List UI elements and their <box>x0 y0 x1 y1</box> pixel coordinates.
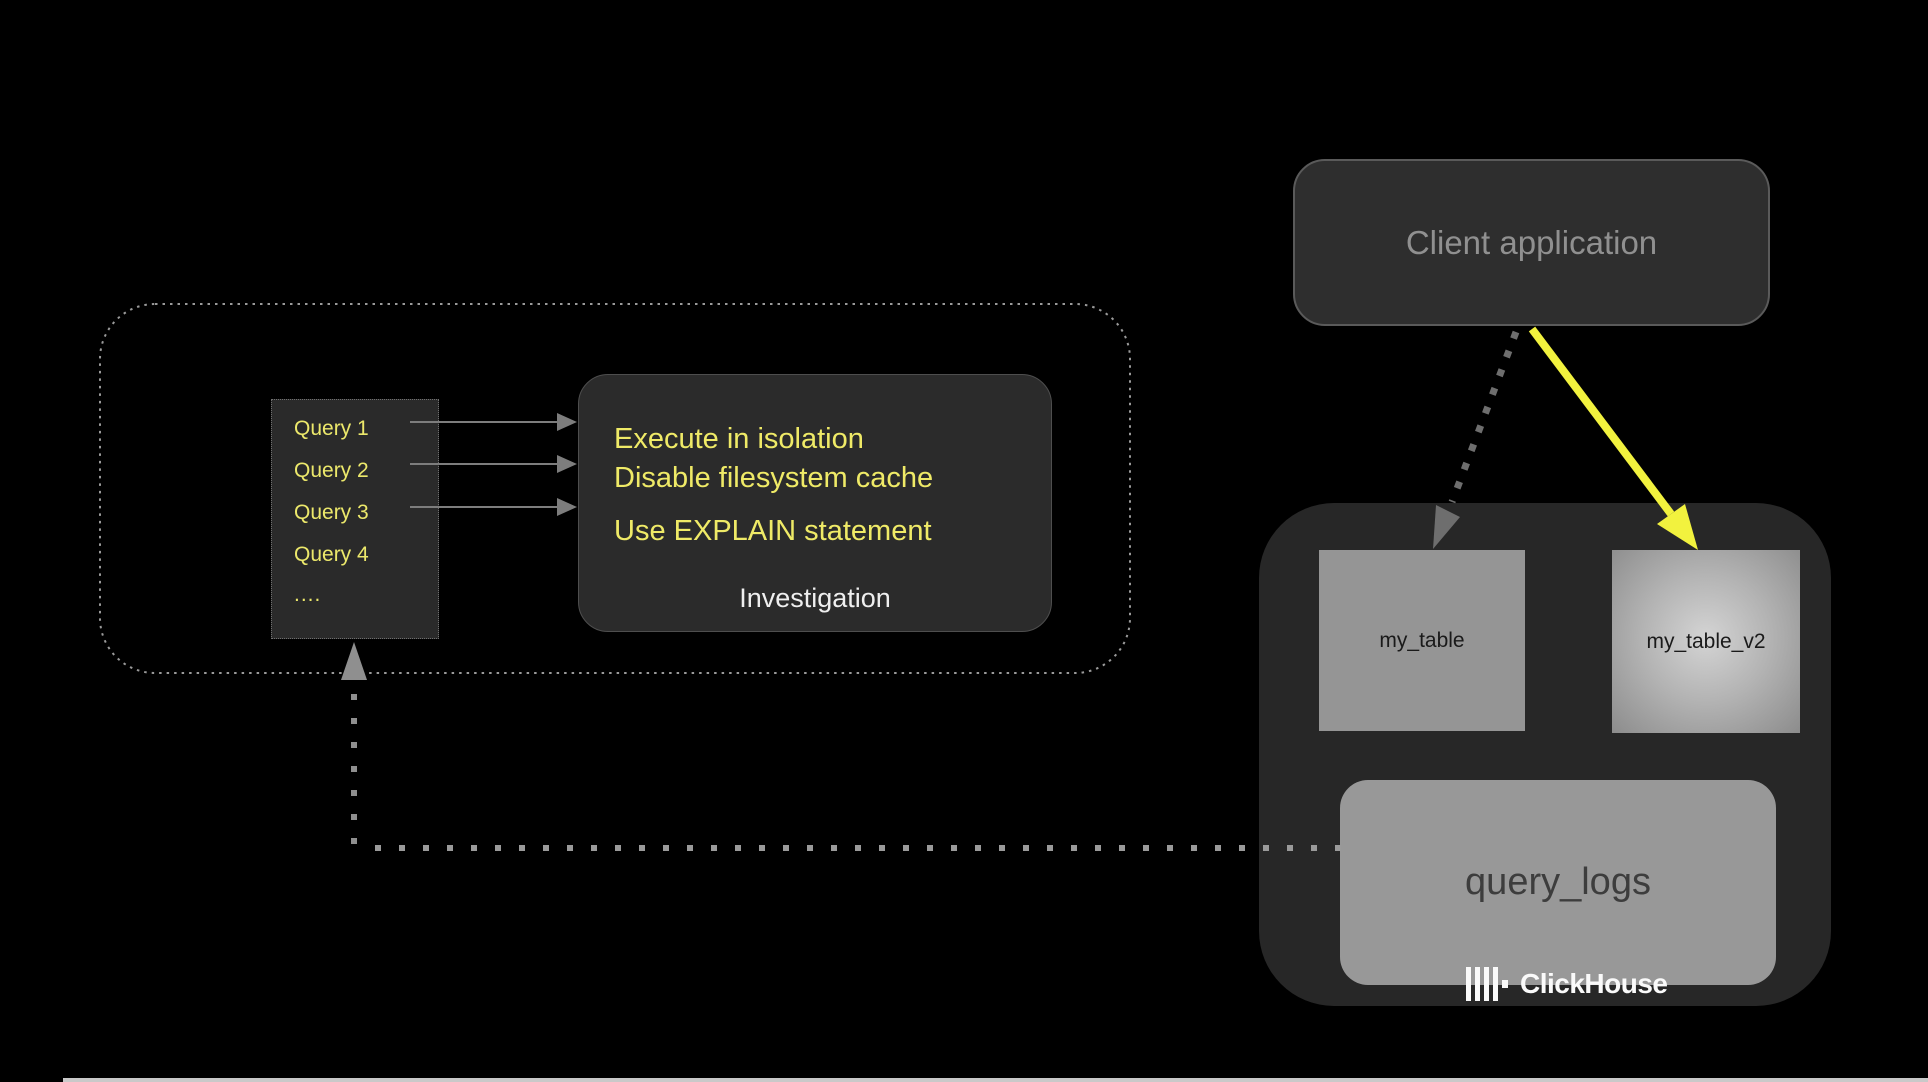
client-application-box: Client application <box>1293 159 1770 326</box>
investigation-tip: Disable filesystem cache <box>614 462 934 494</box>
my-table-label: my_table <box>1379 628 1465 652</box>
my-table-v2-box: my_table_v2 <box>1612 550 1800 733</box>
investigation-tip: Use EXPLAIN statement <box>614 515 932 547</box>
investigation-box: Execute in isolation Disable filesystem … <box>578 374 1052 632</box>
query-item: Query 3 <box>294 501 369 524</box>
investigation-label: Investigation <box>739 583 891 613</box>
client-application-label: Client application <box>1405 223 1658 261</box>
query-item: Query 4 <box>294 543 369 566</box>
query-logs-label: query_logs <box>1465 861 1651 903</box>
clickhouse-logo: ClickHouse <box>1466 965 1668 1003</box>
query-list-box: Query 1 Query 2 Query 3 Query 4 .... <box>271 399 439 639</box>
clickhouse-container: my_table my_table_v2 query_logs ClickHou… <box>1259 503 1831 1006</box>
querylogs-to-querylist-connector <box>341 642 1341 851</box>
query-item: Query 2 <box>294 459 369 482</box>
clickhouse-brand-label: ClickHouse <box>1520 968 1668 999</box>
my-table-box: my_table <box>1319 550 1525 731</box>
query-logs-box: query_logs <box>1340 780 1776 985</box>
query-item: Query 1 <box>294 417 369 440</box>
my-table-v2-label: my_table_v2 <box>1646 629 1766 653</box>
bottom-edge-strip <box>63 1078 1928 1082</box>
investigation-tip: Execute in isolation <box>614 423 864 455</box>
clickhouse-bars-icon <box>1466 967 1508 1001</box>
query-item-ellipsis: .... <box>294 583 322 606</box>
